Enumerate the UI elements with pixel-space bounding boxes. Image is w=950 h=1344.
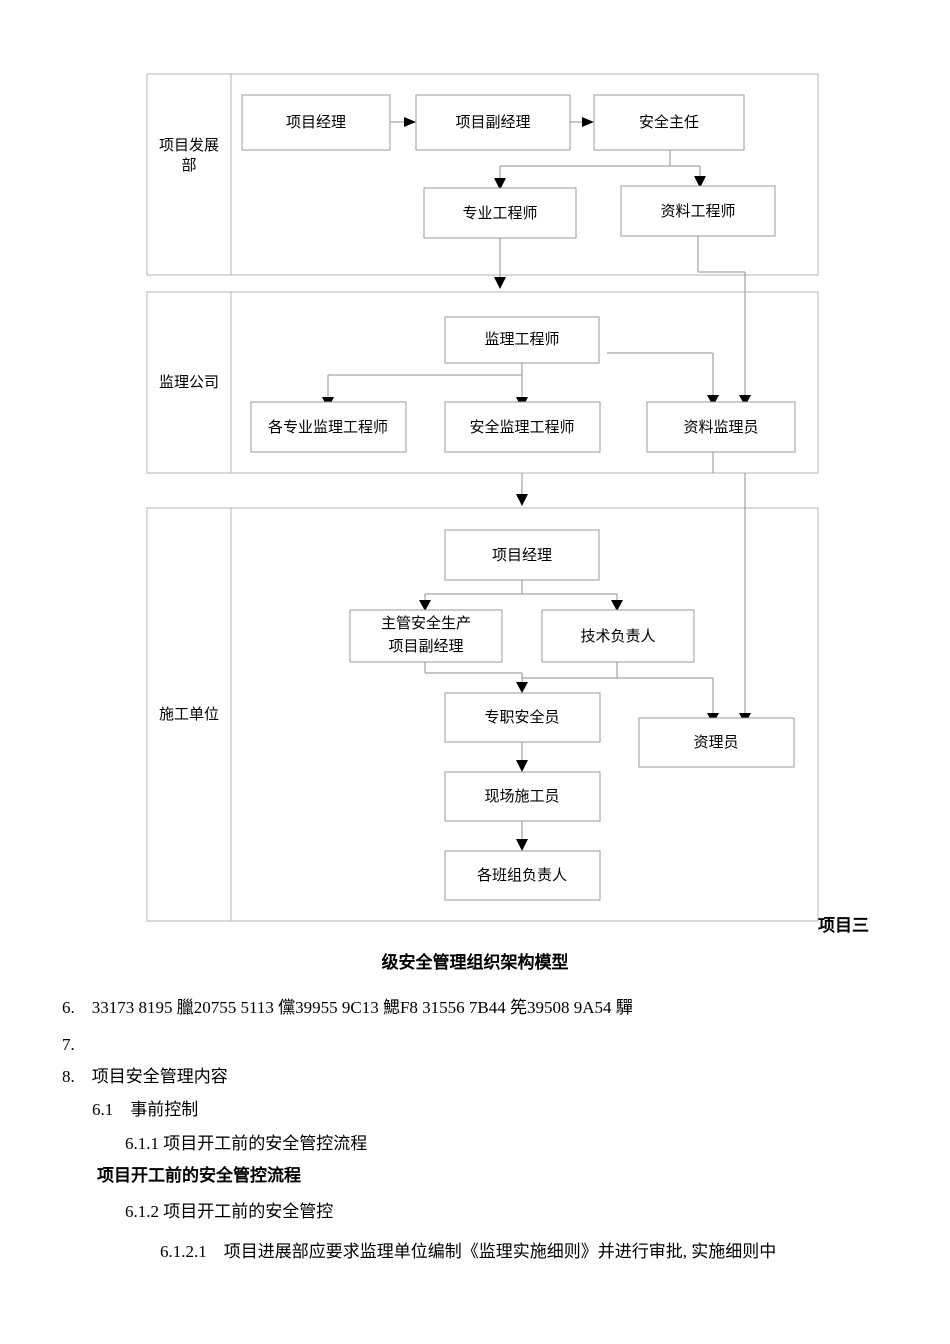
band-1-connectors (390, 117, 751, 406)
node-document-clerk: 资理员 (638, 717, 795, 768)
node-safety-director: 安全主任 (593, 94, 745, 151)
body-line-6-1: 6.1 事前控制 (92, 1100, 199, 1119)
node-professional-engineer: 专业工程师 (423, 187, 577, 239)
node-label: 各专业监理工程师 (268, 419, 388, 436)
node-label-line2: 项目副经理 (388, 638, 463, 655)
band-2-label: 监理公司 (159, 374, 219, 391)
node-label: 专职安全员 (484, 708, 559, 726)
node-technical-director: 技术负责人 (541, 609, 695, 663)
body-line-heading: 项目开工前的安全管控流程 (97, 1166, 301, 1185)
body-line-7: 7. (62, 1035, 75, 1054)
node-label: 技术负责人 (580, 628, 655, 645)
band-1-label-line2: 部 (181, 157, 196, 174)
node-deputy-project-manager-dev: 项目副经理 (415, 94, 571, 151)
body-line-6-1-1: 6.1.1 项目开工前的安全管控流程 (125, 1134, 368, 1153)
node-label: 安全监理工程师 (469, 418, 574, 436)
diagram-tail-label: 项目三 (818, 916, 869, 935)
node-label: 资料工程师 (660, 203, 735, 220)
band-3-label: 施工单位 (159, 706, 219, 723)
node-document-engineer: 资料工程师 (620, 185, 776, 237)
body-line-6-1-2-1: 6.1.2.1 项目进展部应要求监理单位编制《监理实施细则》并进行审批, 实施细… (160, 1242, 777, 1261)
body-line-6-1-2: 6.1.2 项目开工前的安全管控 (125, 1202, 334, 1221)
org-chart-diagram: 项目发展 部 项目经理 项目副经理 安全主任 (146, 73, 819, 922)
diagram-caption: 级安全管理组织架构模型 (381, 953, 569, 972)
band-construction-unit: 施工单位 (146, 507, 819, 922)
node-label: 项目经理 (492, 547, 552, 564)
body-line-8: 8. 项目安全管理内容 (62, 1067, 228, 1086)
node-discipline-supervision-engineers: 各专业监理工程师 (250, 401, 407, 453)
node-label-line1: 主管安全生产 (381, 614, 471, 632)
node-site-construction-staff: 现场施工员 (444, 771, 601, 822)
node-team-leaders: 各班组负责人 (444, 850, 601, 901)
node-safety-production-deputy-manager: 主管安全生产 项目副经理 (349, 609, 503, 663)
node-label: 各班组负责人 (477, 867, 567, 884)
node-project-manager-dev: 项目经理 (241, 94, 391, 151)
node-safety-supervision-engineer: 安全监理工程师 (444, 401, 601, 453)
node-label: 项目副经理 (455, 114, 530, 131)
node-supervision-engineer: 监理工程师 (444, 316, 600, 364)
band-1-label-line1: 项目发展 (159, 137, 219, 154)
node-label: 资料监理员 (683, 419, 758, 436)
node-label: 安全主任 (639, 113, 699, 131)
body-line-6: 6. 33173 8195 臘20755 5113 儻39955 9C13 鰓F… (62, 998, 633, 1017)
node-label: 资理员 (693, 734, 738, 751)
node-label: 专业工程师 (462, 205, 537, 222)
node-project-manager-construction: 项目经理 (444, 529, 600, 581)
node-full-time-safety-officer: 专职安全员 (444, 692, 601, 743)
node-label: 监理工程师 (484, 331, 559, 348)
band-supervision-company: 监理公司 (146, 291, 819, 474)
node-label: 现场施工员 (484, 788, 559, 805)
band-project-development: 项目发展 部 (146, 73, 819, 276)
node-label: 项目经理 (286, 114, 346, 131)
node-document-supervisor: 资料监理员 (646, 401, 796, 453)
